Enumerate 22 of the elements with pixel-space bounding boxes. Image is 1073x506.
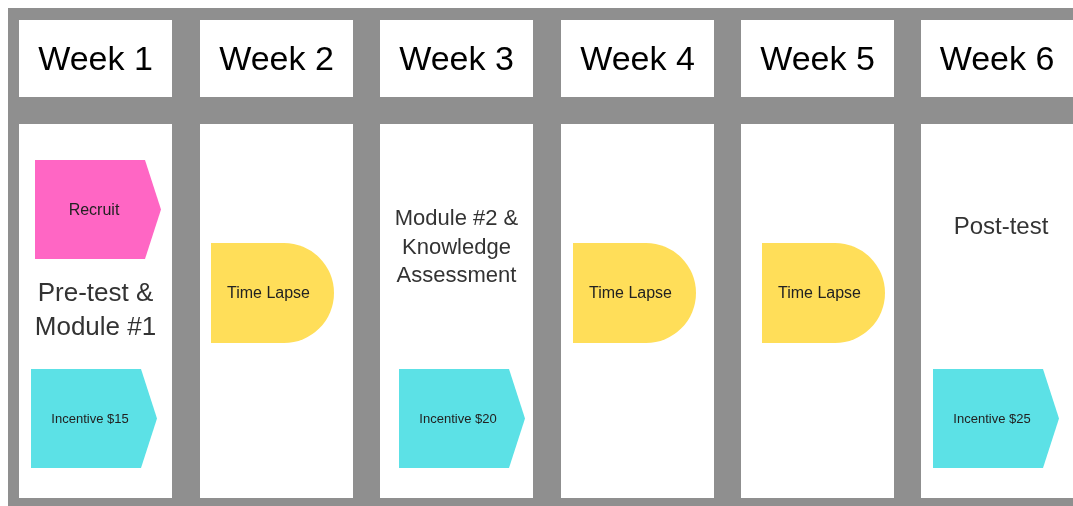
pentagon-tag: Recruit	[35, 160, 161, 259]
week-column	[200, 124, 353, 498]
week-column	[921, 124, 1073, 498]
column-text: Post-test	[952, 211, 1050, 241]
week-column	[380, 124, 533, 498]
column-text: Module #2 & Knowledge Assessment	[393, 204, 520, 290]
pentagon-tag: Incentive $25	[933, 369, 1059, 468]
week-header: Week 2	[200, 20, 353, 97]
week-column	[19, 124, 172, 498]
week-header: Week 6	[921, 20, 1073, 97]
delay-shape: Time Lapse	[211, 243, 334, 343]
week-header: Week 3	[380, 20, 533, 97]
delay-shape: Time Lapse	[573, 243, 696, 343]
week-column	[561, 124, 714, 498]
week-header: Week 4	[561, 20, 714, 97]
pentagon-tag: Incentive $15	[31, 369, 157, 468]
pentagon-tag: Incentive $20	[399, 369, 525, 468]
week-header: Week 1	[19, 20, 172, 97]
column-text: Pre-test & Module #1	[33, 276, 158, 343]
week-column	[741, 124, 894, 498]
delay-shape: Time Lapse	[762, 243, 885, 343]
week-header: Week 5	[741, 20, 894, 97]
